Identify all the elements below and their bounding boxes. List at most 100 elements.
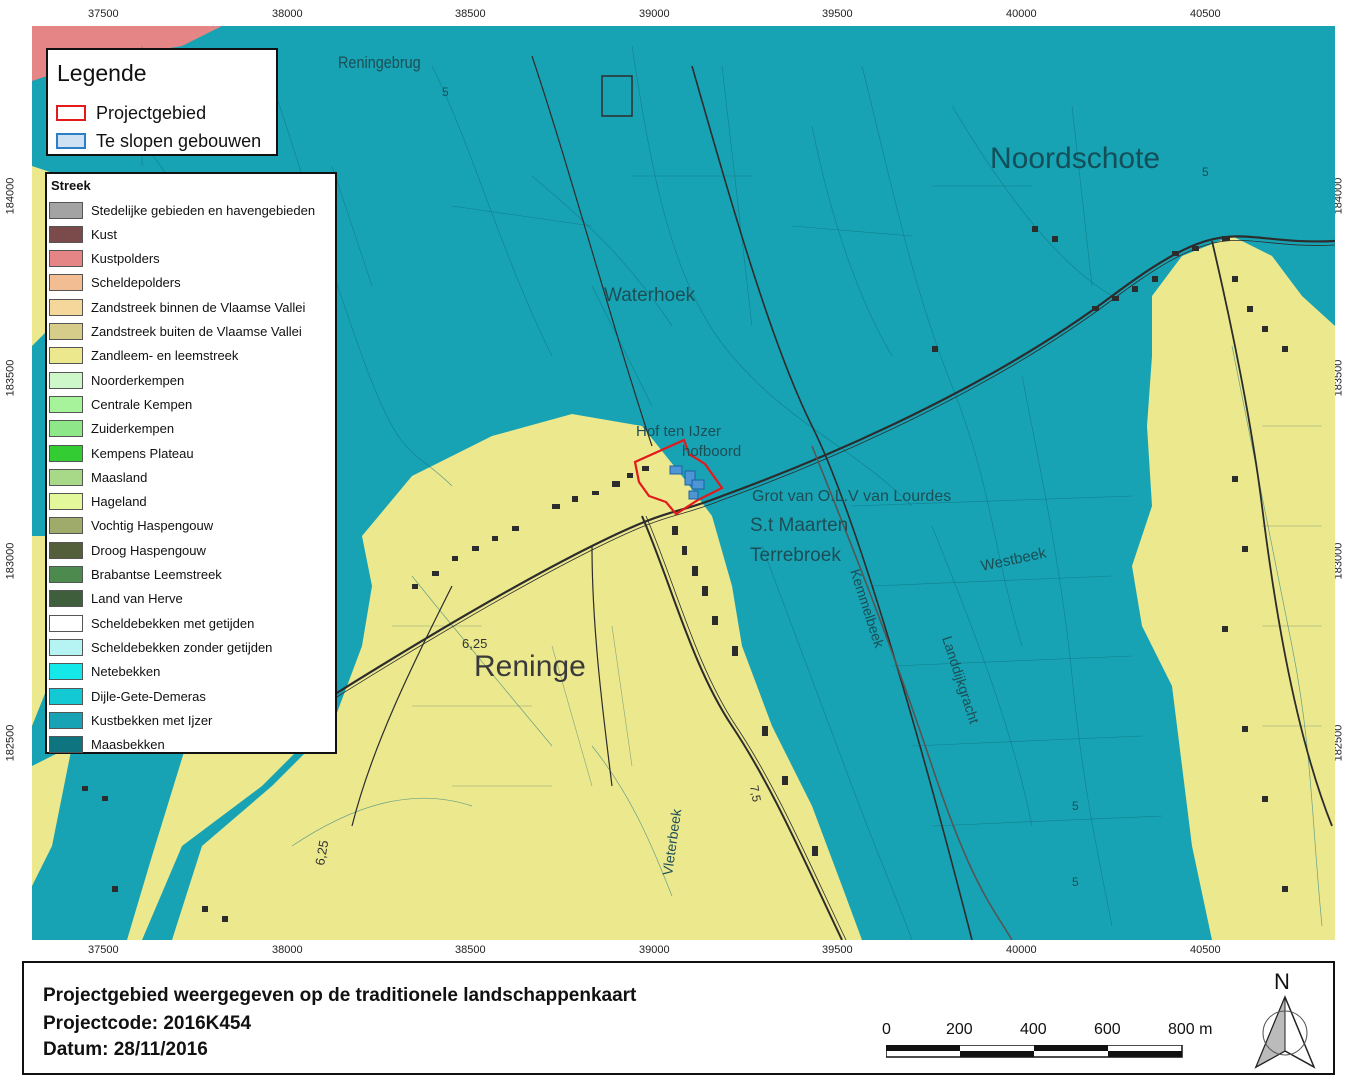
- label-noordschote: Noordschote: [990, 142, 1160, 175]
- legend-label: Scheldepolders: [91, 275, 181, 291]
- zandleem-area: [127, 716, 332, 940]
- legend-swatch: [49, 468, 83, 486]
- legend-label: Noorderkempen: [91, 372, 185, 388]
- legend-streek-item: Scheldebekken met getijden: [49, 613, 254, 633]
- scale-label: 0: [882, 1021, 891, 1038]
- legend-streek: Streek Stedelijke gebieden en havengebie…: [45, 172, 337, 754]
- y-tick-left: 184000: [4, 177, 17, 215]
- legend-label: Stedelijke gebieden en havengebieden: [91, 202, 316, 218]
- legend-streek-item: Centrale Kempen: [49, 394, 192, 414]
- legend-label: Zandleem- en leemstreek: [91, 348, 239, 364]
- x-tick-top: 38500: [455, 8, 486, 20]
- compass-icon: [1254, 995, 1316, 1069]
- legend-streek-item: Kust: [49, 224, 117, 244]
- y-tick-left: 183500: [4, 359, 17, 397]
- legend-swatch: [49, 736, 83, 754]
- legend-item-te-slopen: Te slopen gebouwen: [56, 130, 261, 152]
- zandleem-area: [32, 746, 72, 886]
- x-tick-top: 39500: [822, 8, 853, 20]
- label-height: 5: [1202, 165, 1209, 179]
- north-label: N: [1274, 969, 1290, 994]
- legend-streek-item: Zandleem- en leemstreek: [49, 346, 238, 366]
- label-hofstede: hofboord: [682, 443, 741, 460]
- legend-swatch: [49, 250, 83, 268]
- map-footer: Projectgebied weergegeven op de traditio…: [22, 961, 1335, 1075]
- legend-label: Hageland: [91, 494, 147, 510]
- legend-streek-item: Land van Herve: [49, 589, 183, 609]
- x-tick-top: 40500: [1190, 8, 1221, 20]
- legend-label: Scheldebekken zonder getijden: [91, 639, 273, 655]
- x-tick-top: 37500: [88, 8, 119, 20]
- legend-label: Zandstreek binnen de Vlaamse Vallei: [91, 299, 306, 315]
- legend-streek-item: Noorderkempen: [49, 370, 184, 390]
- legend-label: Maasland: [91, 469, 148, 485]
- te-slopen-gebouwen[interactable]: [669, 465, 705, 500]
- legend-label: Vochtig Haspengouw: [91, 518, 214, 534]
- map-frame: 37500 38000 38500 39000 39500 40000 4050…: [4, 8, 1344, 956]
- legend-swatch: [49, 590, 83, 608]
- label-height: 5: [1072, 875, 1079, 889]
- zandleem-area: [172, 414, 862, 940]
- legend-label: Scheldebekken met getijden: [91, 615, 255, 631]
- map-date: Datum: 28/11/2016: [43, 1039, 208, 1060]
- legend-streek-item: Kempens Plateau: [49, 443, 194, 463]
- map-svg: Reningebrug Noordschote Waterhoek Rening…: [32, 26, 1335, 940]
- label-height: 5: [1072, 799, 1079, 813]
- legend-swatch: [49, 201, 83, 219]
- label-waterhoek: Waterhoek: [604, 285, 696, 306]
- x-tick-bottom: 40500: [1190, 944, 1221, 956]
- legend-swatch: [49, 493, 83, 511]
- scale-label: 600: [1094, 1021, 1121, 1038]
- legend-label: Netebekken: [91, 664, 161, 680]
- legend-swatch: [49, 444, 83, 462]
- legend-label: Land van Herve: [91, 591, 183, 607]
- x-tick-top: 38000: [272, 8, 303, 20]
- legend-label: Zuiderkempen: [91, 421, 175, 437]
- legend-swatch: [49, 347, 83, 365]
- label-height: 5: [442, 85, 449, 99]
- parcel-lines: [141, 46, 1322, 827]
- legend-label: Brabantse Leemstreek: [91, 567, 222, 582]
- legend-label: Kustpolders: [91, 251, 160, 267]
- legend-label: Droog Haspengouw: [91, 542, 206, 558]
- legend-streek-item: Zandstreek binnen de Vlaamse Vallei: [49, 297, 305, 317]
- legend-streek-item: Maasbekken: [49, 735, 165, 755]
- x-tick-bottom: 39000: [639, 944, 670, 956]
- x-tick-bottom: 37500: [88, 944, 119, 956]
- legend-swatch: [49, 395, 83, 413]
- projectgebied-outline[interactable]: [633, 438, 724, 516]
- legend-streek-item: Stedelijke gebieden en havengebieden: [49, 200, 315, 220]
- legend-streek-item: Brabantse Leemstreek: [49, 565, 222, 585]
- scale-label: 400: [1020, 1021, 1047, 1038]
- legend-swatch: [49, 298, 83, 316]
- legend-item-projectgebied: Projectgebied: [56, 102, 206, 124]
- legend-streek-item: Kustpolders: [49, 249, 160, 269]
- legend-swatch: [49, 687, 83, 705]
- map-canvas[interactable]: Reningebrug Noordschote Waterhoek Rening…: [32, 26, 1335, 940]
- x-tick-bottom: 40000: [1006, 944, 1037, 956]
- legend-streek-item: Zuiderkempen: [49, 419, 174, 439]
- legend-swatch: [49, 566, 83, 583]
- legend-label: Maasbekken: [91, 737, 165, 753]
- label-hof-ten-ijzer: Hof ten IJzer: [636, 423, 721, 440]
- legend-label: Dijle-Gete-Demeras: [91, 688, 206, 704]
- legend-label: Kust: [91, 226, 118, 242]
- label-st-maarten: S.t Maarten: [750, 515, 848, 536]
- label-reningebrug: Reningebrug: [338, 54, 421, 72]
- zandleem-area: [1132, 236, 1335, 940]
- legend-label: Te slopen gebouwen: [96, 130, 262, 151]
- legend-swatch: [49, 541, 83, 559]
- legend-streek-item: Hageland: [49, 492, 147, 512]
- legend-label: Centrale Kempen: [91, 396, 193, 412]
- legend-streek-item: Vochtig Haspengouw: [49, 516, 213, 536]
- scale-label: 200: [946, 1021, 973, 1038]
- label-height: 6,25: [312, 839, 331, 867]
- legend-streek-item: Kustbekken met Ijzer: [49, 710, 212, 730]
- y-tick-left: 183000: [4, 542, 17, 580]
- x-tick-bottom: 38000: [272, 944, 303, 956]
- x-tick-top: 39000: [639, 8, 670, 20]
- label-height: 7,5: [747, 784, 764, 803]
- buildings: [82, 75, 1288, 922]
- label-reninge: Reninge: [474, 650, 586, 683]
- x-tick-bottom: 39500: [822, 944, 853, 956]
